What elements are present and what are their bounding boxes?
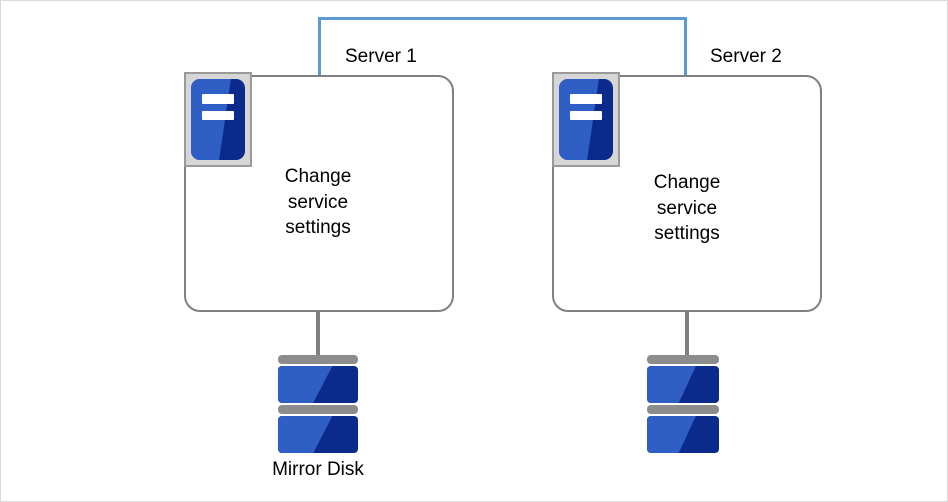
server-1-body-line-3: settings [285, 217, 351, 238]
disk-platter-bar [278, 355, 358, 364]
server-1-disk-connector [316, 310, 320, 358]
server-link-bracket-horizontal [318, 17, 687, 20]
server-2-disk-connector [685, 310, 689, 358]
disk-block [647, 366, 719, 403]
service-icon-bar-top [569, 94, 603, 104]
disk-platter-bar [647, 355, 719, 364]
server-link-bracket-left-leg [318, 17, 321, 75]
mirror-disk-label: Mirror Disk [272, 459, 364, 480]
disk-platter-bar [647, 405, 719, 414]
service-settings-icon [552, 72, 620, 167]
service-icon-bar-bottom [201, 110, 235, 120]
service-icon-body [191, 79, 245, 160]
service-icon-bar-top [201, 94, 235, 104]
service-icon-body [559, 79, 613, 160]
mirror-disk-icon [647, 355, 719, 455]
service-icon-bar-bottom [569, 110, 603, 120]
mirror-disk-icon [278, 355, 358, 455]
server-2-body-line-3: settings [654, 223, 720, 244]
server-1-body-text: Change service settings [238, 164, 398, 241]
service-settings-icon [184, 72, 252, 167]
disk-block [647, 416, 719, 453]
server-link-bracket-right-leg [684, 17, 687, 75]
disk-platter-bar [278, 405, 358, 414]
server-2-body-text: Change service settings [607, 170, 767, 247]
disk-block [278, 366, 358, 403]
server-2-label: Server 2 [710, 46, 782, 67]
server-1-body-line-1: Change [284, 166, 352, 187]
disk-block [278, 416, 358, 453]
server-1-body-line-2: service [287, 191, 349, 213]
server-2-body-line-1: Change [653, 172, 721, 193]
server-1-label: Server 1 [345, 46, 417, 67]
server-2-body-line-2: service [656, 197, 718, 219]
